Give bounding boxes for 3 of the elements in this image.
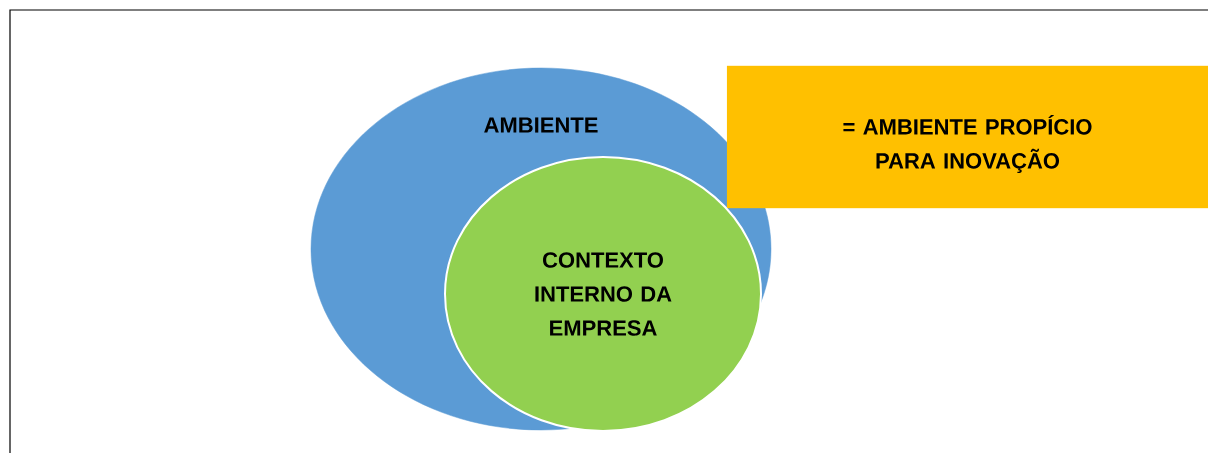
box-label: = AMBIENTE PROPÍCIO PARA INOVAÇÃO — [843, 114, 1092, 174]
ellipse-label: CONTEXTO INTERNO DA EMPRESA — [535, 252, 672, 336]
ellipse-label: AMBIENTE — [484, 117, 598, 133]
